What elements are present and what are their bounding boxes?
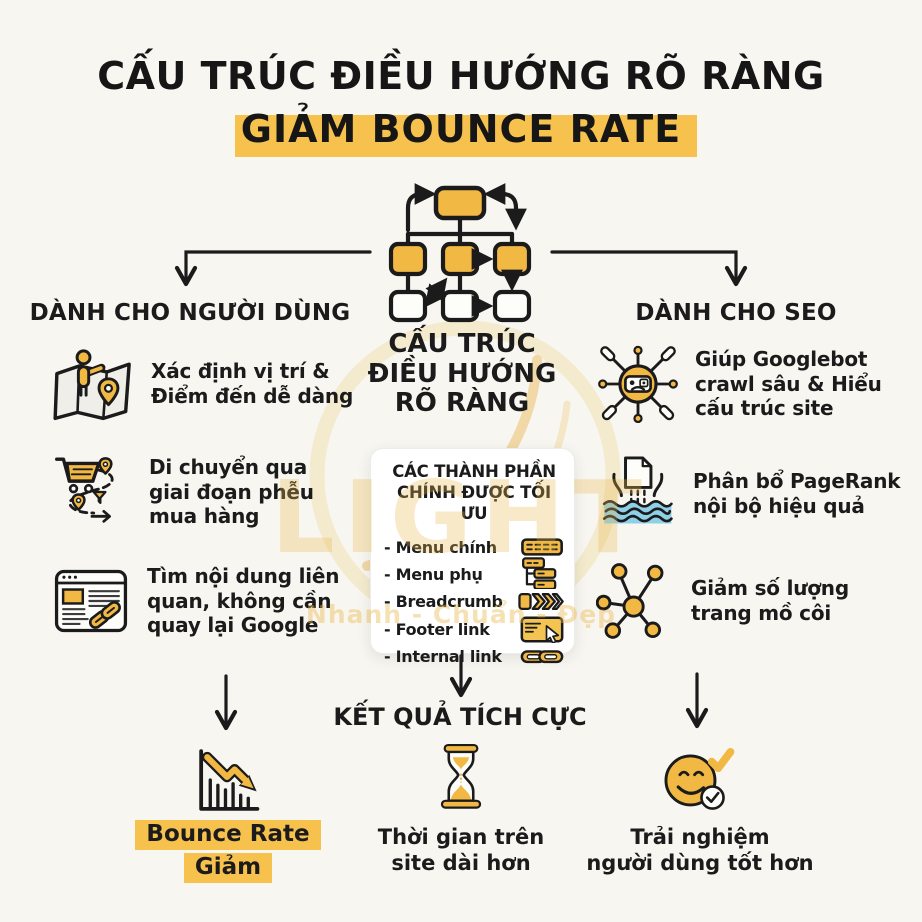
page-title: CẤU TRÚC ĐIỀU HƯỚNG RÕ RÀNG GIẢM BOUNCE … — [0, 54, 922, 157]
benefit-item-user-1: Xác định vị trí & Điểm đến dễ dàng — [50, 336, 362, 432]
card-title-line1: CÁC THÀNH PHẦN — [392, 462, 556, 481]
title-line1: CẤU TRÚC ĐIỀU HƯỚNG RÕ RÀNG — [97, 54, 825, 98]
branch-arrow-left — [174, 250, 372, 287]
title-line2-wrap: GIẢM BOUNCE RATE — [0, 105, 922, 157]
hourglass-icon — [427, 740, 495, 814]
left-column-header: DÀNH CHO NGƯỜI DÙNG — [29, 300, 351, 326]
card-item-internal-link: - Internal link — [384, 643, 564, 670]
orphan-pages-network-icon — [596, 561, 676, 641]
breadcrumb-chevrons-icon — [518, 591, 564, 612]
benefit-item-user-2: Di chuyển qua giai đoạn phễu mua hàng — [50, 448, 362, 536]
bounce-rate-label-line1: Bounce Rate — [135, 820, 321, 850]
benefit-text: Di chuyển qua giai đoạn phễu mua hàng — [149, 454, 314, 529]
benefit-item-seo-2: Phân bổ PageRank nội bộ hiệu quả — [596, 450, 906, 538]
bounce-rate-label-line2: Giảm — [183, 853, 273, 883]
center-label-line2: ĐIỀU HƯỚNG — [367, 358, 557, 389]
card-title-line2: CHÍNH ĐƯỢC TỐI ƯU — [397, 482, 551, 523]
card-item-submenu: - Menu phụ — [384, 557, 564, 589]
bounce-rate-result-label: Bounce Rate Giảm — [118, 820, 338, 883]
title-line2-highlight: GIẢM BOUNCE RATE — [224, 105, 698, 157]
purchase-funnel-path-icon — [50, 450, 134, 534]
submenu-tree-icon — [520, 557, 564, 589]
card-item-footer-link: - Footer link — [384, 616, 564, 643]
bounce-rate-decline-chart-icon — [189, 742, 265, 818]
card-item-breadcrumb: - Breadcrumb — [384, 588, 564, 615]
optimized-components-card: CÁC THÀNH PHẦN CHÍNH ĐƯỢC TỐI ƯU - Menu … — [370, 448, 575, 666]
benefit-text: Tìm nội dung liên quan, không cần quay l… — [147, 563, 340, 638]
benefit-item-seo-3: Giảm số lượng trang mồ côi — [596, 556, 906, 646]
benefit-item-user-3: Tìm nội dung liên quan, không cần quay l… — [50, 556, 362, 646]
webpage-link-icon — [50, 560, 132, 642]
main-menu-icon — [520, 535, 564, 559]
map-location-icon — [50, 341, 136, 427]
center-label-line1: CẤU TRÚC — [388, 329, 536, 359]
results-header: KẾT QUẢ TÍCH CỰC — [333, 703, 587, 731]
smiley-check-icon — [656, 738, 738, 818]
time-on-site-text: Thời gian trên site dài hơn — [377, 825, 545, 876]
center-structure-label: CẤU TRÚC ĐIỀU HƯỚNG RÕ RÀNG — [352, 329, 572, 419]
internal-link-chain-icon — [520, 646, 564, 667]
benefit-text: Xác định vị trí & Điểm đến dễ dàng — [151, 359, 354, 408]
right-column-header: DÀNH CHO SEO — [635, 300, 837, 326]
benefit-text: Phân bổ PageRank nội bộ hiệu quả — [693, 469, 901, 518]
benefit-text: Giảm số lượng trang mồ côi — [691, 576, 849, 625]
user-experience-text: Trải nghiệm người dùng tốt hơn — [586, 825, 814, 876]
center-label-line3: RÕ RÀNG — [394, 388, 530, 419]
branch-arrow-right — [550, 250, 748, 287]
card-item-main-menu: - Menu chính — [384, 533, 564, 560]
sitemap-hierarchy-icon — [388, 183, 532, 323]
card-title: CÁC THÀNH PHẦN CHÍNH ĐƯỢC TỐI ƯU — [384, 462, 564, 524]
footer-link-cursor-icon — [520, 616, 564, 643]
card-list: - Menu chính - Menu phụ — [384, 533, 564, 670]
googlebot-crawler-icon — [596, 342, 680, 426]
pagerank-waterfall-icon — [596, 453, 678, 535]
benefit-text: Giúp Googlebot crawl sâu & Hiểu cấu trúc… — [695, 346, 882, 421]
benefit-item-seo-1: Giúp Googlebot crawl sâu & Hiểu cấu trúc… — [596, 338, 906, 430]
